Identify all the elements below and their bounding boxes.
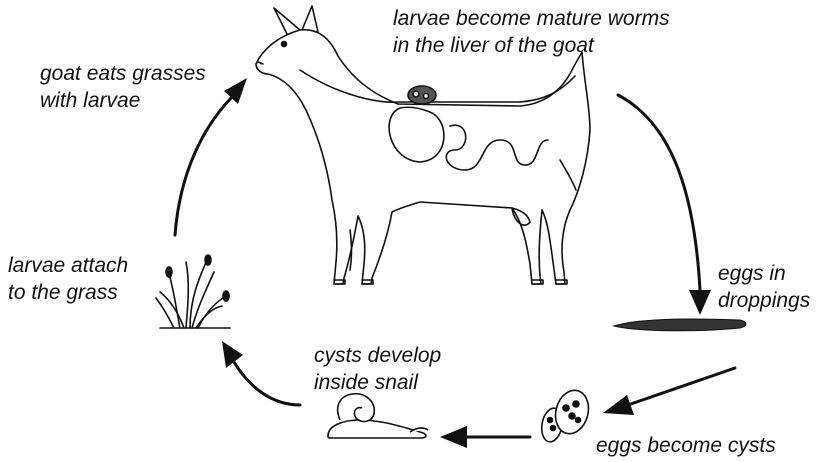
label-larvae-attach-line-1: larvae attach [8, 252, 128, 279]
arrow-head-snail [440, 426, 467, 448]
label-eggs-in-droppings: eggs in droppings [718, 260, 810, 314]
arrow-head-grass [222, 341, 243, 368]
label-cysts-in-snail: cysts develop inside snail [314, 342, 441, 396]
label-eggs-become-cysts: eggs become cysts [596, 432, 776, 459]
cysts-illustration [539, 387, 593, 444]
label-eggs-droppings-line-2: droppings [718, 287, 810, 314]
snail-illustration [328, 394, 428, 438]
label-worms-in-liver-line-1: larvae become mature worms [393, 5, 670, 32]
droppings-illustration [614, 319, 746, 331]
label-goat-eats-line-1: goat eats grasses [40, 60, 206, 87]
label-goat-eats-grasses: goat eats grasses with larvae [40, 60, 206, 114]
arrow-grass-to-goat [175, 97, 232, 235]
label-cysts-snail-line-2: inside snail [314, 369, 441, 396]
arrow-head-cysts [603, 395, 634, 415]
arrow-goat-to-droppings [618, 95, 700, 290]
label-worms-in-liver: larvae become mature worms in the liver … [393, 5, 670, 59]
label-larvae-attach: larvae attach to the grass [8, 252, 128, 306]
label-larvae-attach-line-2: to the grass [8, 279, 128, 306]
label-cysts-snail-line-1: cysts develop [314, 342, 441, 369]
arrow-head-droppings [689, 290, 711, 315]
arrow-droppings-to-cysts [625, 368, 735, 406]
label-goat-eats-line-2: with larvae [40, 87, 206, 114]
arrow-snail-to-grass [234, 362, 300, 405]
label-eggs-cysts-line-1: eggs become cysts [596, 432, 776, 459]
label-eggs-droppings-line-1: eggs in [718, 260, 810, 287]
grass-illustration [156, 255, 230, 328]
label-worms-in-liver-line-2: in the liver of the goat [393, 32, 670, 59]
